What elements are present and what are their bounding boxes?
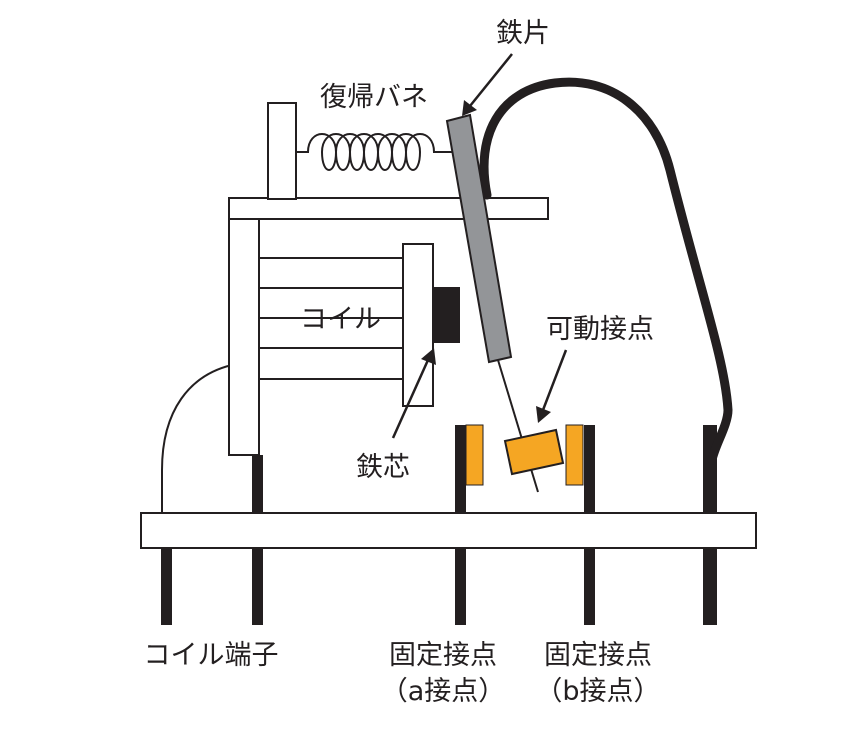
label-movable-contact: 可動接点 [546,314,654,345]
fixed-contact-a-pad [465,424,484,486]
return-spring-coil [296,133,452,171]
label-iron-piece: 鉄片 [496,18,550,49]
coil-terminal-pin-right [252,548,263,625]
label-coil: コイル [300,304,381,335]
fixed-contact-a-pin [455,548,466,625]
coil-winding-4 [258,347,405,380]
fixed-contact-b-post [584,425,595,515]
armature-lead-wire [479,77,733,465]
coil-terminal-pin-left [161,548,172,625]
label-fixed-contact-a-sub: （a接点） [381,676,506,707]
movable-contact [503,428,565,476]
leader-iron-core [391,348,436,439]
label-return-spring: 復帰バネ [320,82,428,113]
common-terminal-pin [703,548,717,625]
fixed-contact-b-pad [565,424,584,486]
label-fixed-contact-b-sub: （b接点） [535,676,660,707]
frame-top-plate [228,197,549,220]
label-iron-core: 鉄芯 [356,452,410,483]
fixed-contact-b-pin [584,548,595,625]
iron-piece-armature [445,113,513,364]
coil-terminal-stub [252,455,263,515]
leader-movable-contact [536,349,568,423]
spring-post [267,102,297,200]
leader-iron-piece [462,53,513,116]
iron-core-face [433,287,460,343]
coil-winding-1 [258,257,405,289]
coil-terminal-wire [161,364,233,515]
frame-vertical [228,217,260,456]
label-fixed-contact-a: 固定接点 [389,640,497,671]
label-fixed-contact-b: 固定接点 [544,640,652,671]
base-plate [140,512,757,549]
label-coil-terminal: コイル端子 [144,640,279,671]
fixed-contact-a-post [455,425,466,515]
